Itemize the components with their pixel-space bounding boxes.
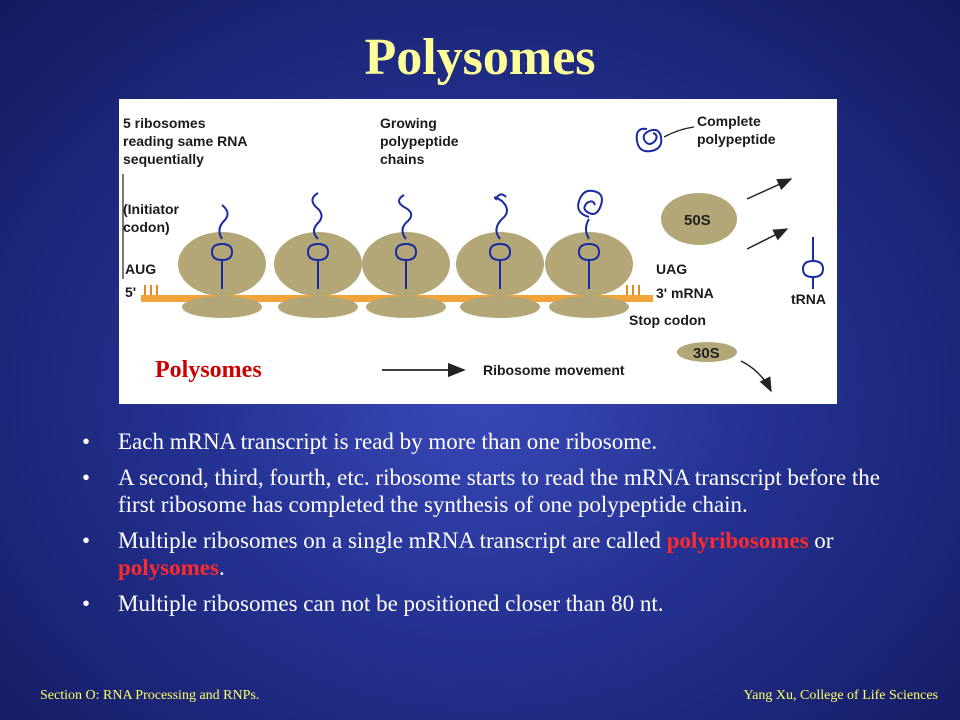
bullet-3-suffix: . [218,555,225,580]
label-uag: UAG [656,261,687,277]
label-5prime: 5' [125,284,136,300]
codon-ticks [144,285,640,295]
label-initiator-2: codon) [123,219,170,235]
label-3prime-mrna: 3' mRNA [656,285,714,301]
label-30s: 30S [693,345,720,362]
label-growing-2: polypeptide [380,133,459,149]
slide-title: Polysomes [364,29,596,86]
label-complete-2: polypeptide [697,131,776,147]
label-aug: AUG [125,261,156,277]
label-stop-codon: Stop codon [629,312,706,328]
term-polyribosomes: polyribosomes [666,528,809,553]
label-ribosomes-1: 5 ribosomes [123,115,206,131]
label-ribosomes-2: reading same RNA [123,133,247,149]
label-ribosome-movement: Ribosome movement [483,362,625,378]
bullet-1-text: Each mRNA transcript is read by more tha… [118,429,658,454]
bullet-2-text: A second, third, fourth, etc. ribosome s… [118,465,880,517]
bullet-2: A second, third, fourth, etc. ribosome s… [82,464,882,518]
pointer-complete [663,126,695,138]
bullet-3-mid: or [808,528,834,553]
ribosome-1 [178,204,266,318]
ribosome-3 [362,194,450,318]
subunit-50s-icon [661,193,737,245]
bullet-list: Each mRNA transcript is read by more tha… [82,428,882,626]
label-growing-3: chains [380,151,425,167]
footer-right: Yang Xu, College of Life Sciences [743,688,938,703]
label-complete-1: Complete [697,113,761,129]
ribosome-4 [456,193,544,318]
polysome-diagram: 5 ribosomes reading same RNA sequentiall… [119,99,837,404]
bullet-3: Multiple ribosomes on a single mRNA tran… [82,527,882,581]
bullet-4: Multiple ribosomes can not be positioned… [82,590,882,617]
bullet-4-text: Multiple ribosomes can not be positioned… [118,591,664,616]
bullet-3-prefix: Multiple ribosomes on a single mRNA tran… [118,528,667,553]
ribosome-5 [545,189,633,318]
trna-icon [801,237,825,289]
term-polysomes: polysomes [118,555,219,580]
label-polysomes-red: Polysomes [155,357,262,383]
label-growing-1: Growing [380,115,437,131]
label-50s: 50S [684,212,711,229]
subunit-30s-icon [677,342,737,362]
label-initiator-1: (Initiator [123,201,180,217]
footer-left: Section O: RNA Processing and RNPs. [40,688,260,703]
bullet-1: Each mRNA transcript is read by more tha… [82,428,882,455]
label-trna: tRNA [791,291,826,307]
label-ribosomes-3: sequentially [123,151,204,167]
complete-polypeptide-icon [635,127,663,153]
ribosome-2 [274,192,362,318]
